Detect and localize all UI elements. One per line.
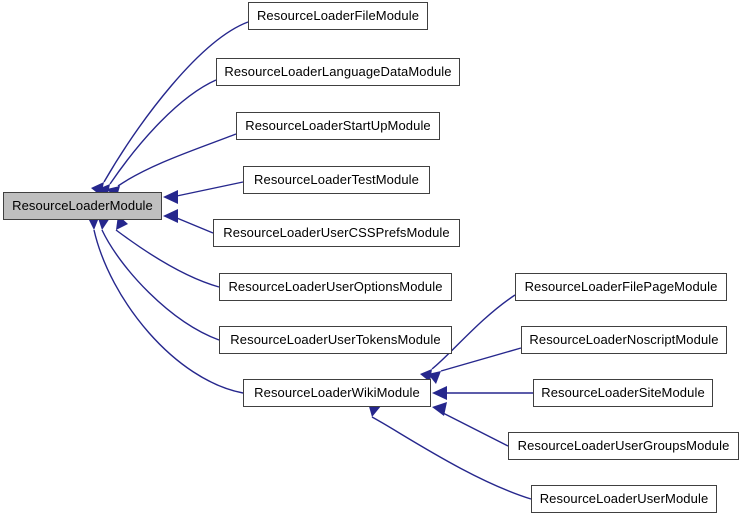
arrowhead-noscript-to-wiki [428, 371, 441, 384]
node-label: ResourceLoaderSiteModule [541, 385, 705, 400]
node-label: ResourceLoaderLanguageDataModule [224, 64, 452, 79]
arrowhead-site-to-wiki [432, 386, 447, 400]
node-resource-loader-file-module[interactable]: ResourceLoaderFileModule [248, 2, 428, 30]
node-resource-loader-test-module[interactable]: ResourceLoaderTestModule [243, 166, 430, 194]
edges-to-root [93, 21, 249, 394]
node-resource-loader-user-css-prefs-module[interactable]: ResourceLoaderUserCSSPrefsModule [213, 219, 460, 247]
edge-usertokens-to-root [101, 229, 220, 341]
edge-file-to-root [103, 21, 249, 183]
arrowhead-usercss-to-root [163, 209, 178, 223]
node-resource-loader-file-page-module[interactable]: ResourceLoaderFilePageModule [515, 273, 727, 301]
node-resource-loader-wiki-module[interactable]: ResourceLoaderWikiModule [243, 379, 431, 407]
node-resource-loader-user-module[interactable]: ResourceLoaderUserModule [531, 485, 717, 513]
node-label: ResourceLoaderFileModule [256, 8, 420, 23]
edge-usergroups-to-wiki [440, 411, 509, 447]
node-label: ResourceLoaderModule [12, 198, 153, 213]
node-label: ResourceLoaderUserTokensModule [230, 332, 441, 347]
node-label: ResourceLoaderUserCSSPrefsModule [223, 225, 450, 240]
edge-usercss-to-root [171, 215, 214, 234]
node-resource-loader-language-data-module[interactable]: ResourceLoaderLanguageDataModule [216, 58, 460, 86]
edge-user-to-wiki [371, 416, 532, 500]
node-label: ResourceLoaderNoscriptModule [529, 332, 719, 347]
edges-to-wiki [371, 294, 533, 500]
arrowhead-usergroups-to-wiki [432, 402, 447, 416]
node-label: ResourceLoaderUserGroupsModule [517, 438, 730, 453]
node-label: ResourceLoaderFilePageModule [524, 279, 718, 294]
arrowhead-test-to-root [163, 190, 178, 204]
edge-filepage-to-wiki [431, 294, 516, 370]
edge-test-to-root [171, 181, 244, 198]
edge-useroptions-to-root [115, 229, 220, 288]
node-resource-loader-start-up-module[interactable]: ResourceLoaderStartUpModule [236, 112, 440, 140]
node-resource-loader-user-options-module[interactable]: ResourceLoaderUserOptionsModule [219, 273, 452, 301]
arrowhead-filepage-to-wiki [420, 369, 432, 382]
node-label: ResourceLoaderUserOptionsModule [228, 279, 443, 294]
edge-langdata-to-root [109, 79, 217, 185]
node-resource-loader-site-module[interactable]: ResourceLoaderSiteModule [533, 379, 713, 407]
node-resource-loader-user-tokens-module[interactable]: ResourceLoaderUserTokensModule [219, 326, 452, 354]
node-resource-loader-module[interactable]: ResourceLoaderModule [3, 192, 162, 220]
node-resource-loader-noscript-module[interactable]: ResourceLoaderNoscriptModule [521, 326, 727, 354]
edge-noscript-to-wiki [440, 347, 522, 372]
node-resource-loader-user-groups-module[interactable]: ResourceLoaderUserGroupsModule [508, 432, 739, 460]
edge-startup-to-root [117, 133, 237, 187]
edge-wiki-to-root [93, 229, 244, 394]
node-label: ResourceLoaderTestModule [254, 172, 419, 187]
node-label: ResourceLoaderStartUpModule [245, 118, 431, 133]
node-label: ResourceLoaderUserModule [539, 491, 709, 506]
node-label: ResourceLoaderWikiModule [254, 385, 420, 400]
